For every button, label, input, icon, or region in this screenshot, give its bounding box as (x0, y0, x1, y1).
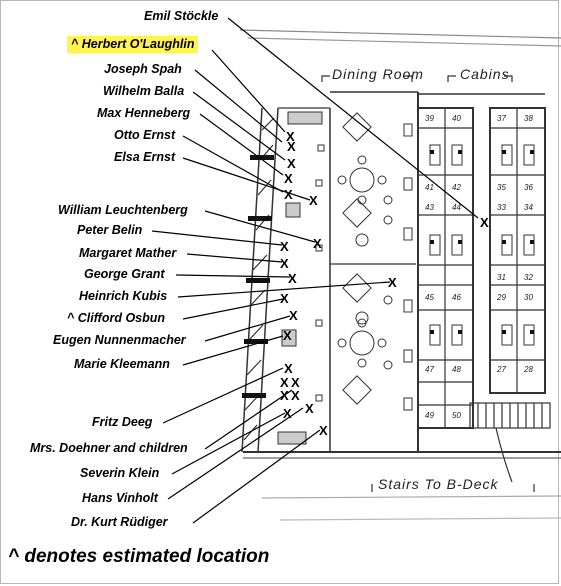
cabin-number: 33 (497, 203, 506, 212)
cabin-number: 38 (524, 114, 533, 123)
person-label: Peter Belin (77, 223, 143, 237)
cabin-number: 35 (497, 183, 506, 192)
person-label: Emil Stöckle (144, 9, 219, 23)
cabin-number: 47 (425, 365, 434, 374)
person-label: Mrs. Doehner and children (30, 441, 188, 455)
location-marker: X (313, 236, 322, 251)
person-label: Margaret Mather (79, 246, 177, 260)
person-label: Elsa Ernst (114, 150, 176, 164)
cabin-number: 45 (425, 293, 434, 302)
cabin-number: 41 (425, 183, 434, 192)
location-marker: X (388, 275, 397, 290)
location-marker: X (287, 139, 296, 154)
person-label: William Leuchtenberg (58, 203, 188, 217)
cabin-number: 40 (452, 114, 461, 123)
person-label: Joseph Spah (104, 62, 182, 76)
person-label: Otto Ernst (114, 128, 176, 142)
cabin-number: 49 (425, 411, 434, 420)
cabin-number: 28 (523, 365, 533, 374)
cabin-number: 37 (497, 114, 506, 123)
person-label: George Grant (84, 267, 165, 281)
location-marker: X (309, 193, 318, 208)
cabin-number: 43 (425, 203, 434, 212)
person-label: Fritz Deeg (92, 415, 153, 429)
person-label: Eugen Nunnenmacher (53, 333, 186, 347)
cabin-number: 30 (524, 293, 533, 302)
person-label: Dr. Kurt Rüdiger (71, 515, 168, 529)
person-label: Max Henneberg (97, 106, 191, 120)
cabin-number: 39 (425, 114, 434, 123)
cabin-number: 32 (524, 273, 533, 282)
location-marker: X (288, 271, 297, 286)
location-marker: X (280, 239, 289, 254)
cabin-number: 36 (524, 183, 533, 192)
location-marker: X (305, 401, 314, 416)
stairs-label: Stairs To B-Deck (378, 476, 499, 492)
cabin-number: 34 (524, 203, 533, 212)
cabin-number: 27 (496, 365, 506, 374)
person-label: Severin Klein (80, 466, 160, 480)
location-marker: X (280, 291, 289, 306)
location-marker: X (319, 423, 328, 438)
person-label: ^ Clifford Osbun (67, 311, 166, 325)
footnote: ^ denotes estimated location (8, 546, 270, 567)
location-marker: X (283, 328, 292, 343)
cabin-number: 44 (452, 203, 461, 212)
location-marker: X (280, 375, 289, 390)
person-label: Heinrich Kubis (79, 289, 168, 303)
location-marker: X (289, 308, 298, 323)
location-marker: X (286, 129, 295, 144)
cabin-number: 48 (452, 365, 461, 374)
location-marker: X (283, 406, 292, 421)
cabin-number: 46 (452, 293, 461, 302)
cabins-label: Cabins (460, 66, 510, 82)
location-marker: X (284, 361, 293, 376)
location-marker: X (280, 256, 289, 271)
person-label-highlighted: ^ Herbert O'Laughlin (67, 36, 199, 53)
location-marker: X (291, 388, 300, 403)
cabin-number: 29 (496, 293, 506, 302)
cabin-number: 42 (452, 183, 461, 192)
location-marker: X (291, 375, 300, 390)
cabin-number: 50 (452, 411, 461, 420)
person-label: Hans Vinholt (82, 491, 158, 505)
location-marker: X (284, 187, 293, 202)
location-marker: X (284, 171, 293, 186)
person-label: Marie Kleemann (74, 357, 170, 371)
location-marker: X (280, 388, 289, 403)
location-marker: X (287, 156, 296, 171)
person-label: Wilhelm Balla (103, 84, 185, 98)
cabin-number: 31 (497, 273, 506, 282)
location-marker: X (480, 215, 489, 230)
dining-room-label: Dining Room (332, 66, 424, 82)
